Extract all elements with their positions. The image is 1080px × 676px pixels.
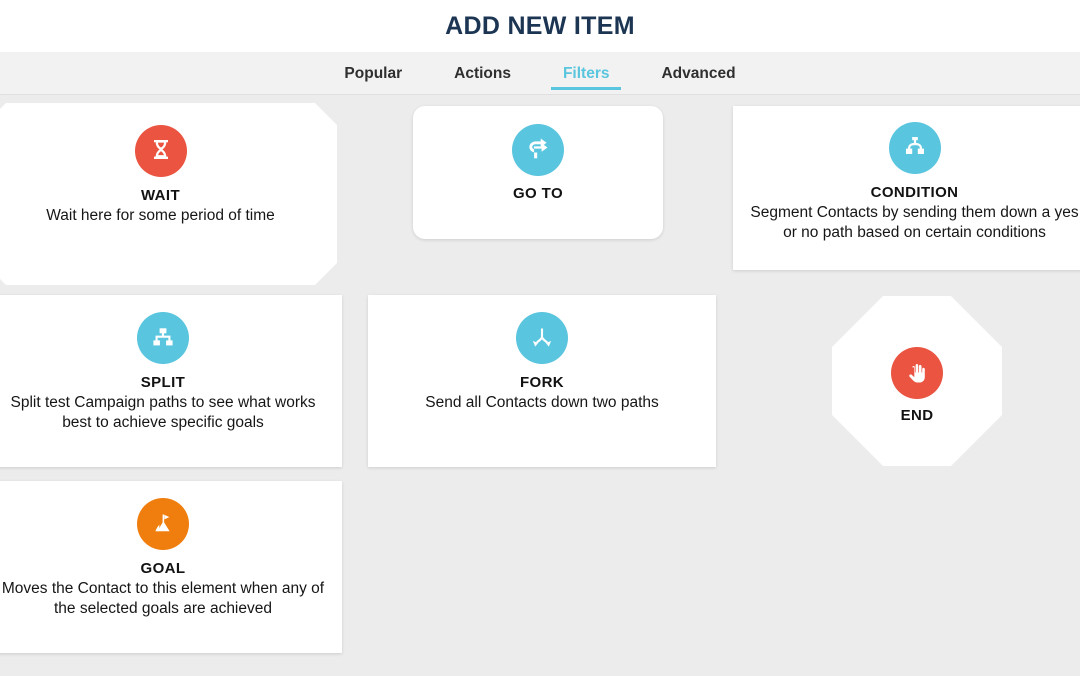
card-description: Moves the Contact to this element when a… — [1, 580, 325, 618]
fork-arrows-icon — [516, 312, 568, 364]
item-grid: WAIT Wait here for some period of time G… — [0, 95, 1080, 676]
card-title: CONDITION — [870, 184, 959, 201]
card-title: END — [900, 407, 934, 424]
curved-arrow-icon — [512, 124, 564, 176]
item-card-wait[interactable]: WAIT Wait here for some period of time — [0, 103, 337, 285]
card-content: WAIT Wait here for some period of time — [0, 103, 337, 226]
card-title: WAIT — [140, 187, 181, 204]
sitemap-icon — [137, 312, 189, 364]
tab-actions[interactable]: Actions — [454, 64, 511, 82]
card-title: GOAL — [140, 560, 186, 577]
card-content: CONDITION Segment Contacts by sending th… — [733, 106, 1080, 244]
card-content: SPLIT Split test Campaign paths to see w… — [0, 295, 342, 434]
card-content: FORK Send all Contacts down two paths — [368, 295, 716, 413]
card-title: FORK — [519, 374, 565, 391]
card-description: Segment Contacts by sending them down a … — [750, 204, 1079, 242]
card-description: Split test Campaign paths to see what wo… — [10, 394, 316, 432]
dialog-header: ADD NEW ITEM — [0, 0, 1080, 52]
tab-advanced[interactable]: Advanced — [661, 64, 736, 82]
condition-branch-icon — [888, 122, 941, 174]
category-tabbar: Popular Actions Filters Advanced — [0, 52, 1080, 95]
hourglass-icon — [135, 125, 187, 177]
stop-hand-icon — [891, 347, 943, 399]
card-description: Send all Contacts down two paths — [425, 394, 659, 411]
item-card-goto[interactable]: GO TO — [413, 106, 663, 239]
item-card-fork[interactable]: FORK Send all Contacts down two paths — [368, 295, 716, 467]
item-card-split[interactable]: SPLIT Split test Campaign paths to see w… — [0, 295, 342, 467]
tab-popular[interactable]: Popular — [344, 64, 403, 82]
page-title: ADD NEW ITEM — [445, 11, 635, 40]
item-card-end[interactable]: END — [832, 296, 1002, 466]
card-content: END — [832, 296, 1002, 424]
item-card-condition[interactable]: CONDITION Segment Contacts by sending th… — [733, 106, 1080, 270]
card-content: GO TO — [413, 106, 663, 202]
flag-mountain-icon — [137, 498, 189, 550]
card-title: GO TO — [512, 185, 564, 202]
item-card-goal[interactable]: GOAL Moves the Contact to this element w… — [0, 481, 342, 653]
card-description: Wait here for some period of time — [46, 207, 275, 224]
tab-filters[interactable]: Filters — [537, 56, 636, 91]
card-content: GOAL Moves the Contact to this element w… — [0, 481, 342, 620]
card-title: SPLIT — [140, 374, 186, 391]
